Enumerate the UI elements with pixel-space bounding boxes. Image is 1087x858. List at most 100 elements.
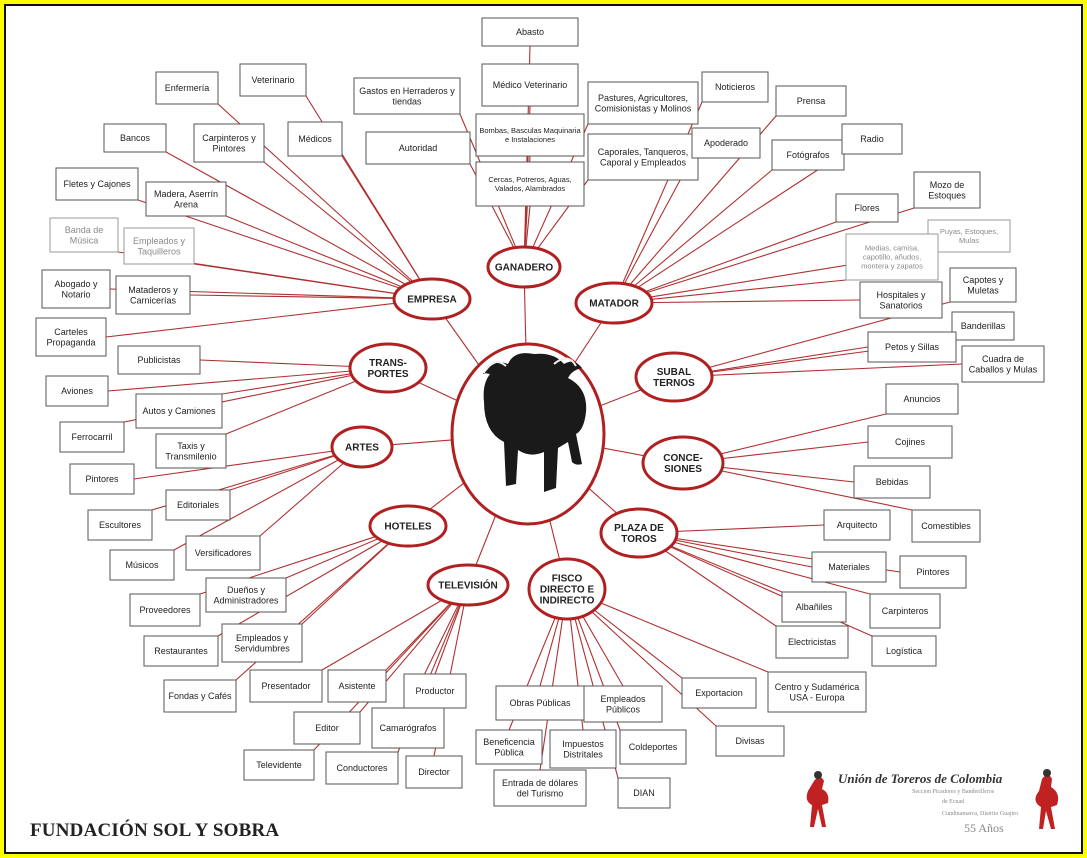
link-empresa-carteles-propaganda xyxy=(105,298,433,338)
node-label: Asistente xyxy=(338,681,375,691)
node-televidente: Televidente xyxy=(243,749,315,781)
node-label: Radio xyxy=(860,134,884,144)
node-musicos: Músicos xyxy=(109,549,175,581)
node-petos-y-sillas: Petos y Sillas xyxy=(867,331,957,363)
node-label: Abasto xyxy=(516,27,544,37)
center-bull-image xyxy=(450,342,606,526)
node-label: Obras Públicas xyxy=(509,698,571,708)
node-asistente: Asistente xyxy=(327,669,387,703)
node-label: Pintores xyxy=(916,567,950,577)
node-medias-camisa-capotillo-anudos-montera-y-zapatos: Medias, camisa,capotillo, añudos,montera… xyxy=(845,233,939,281)
node-label: Versificadores xyxy=(195,548,252,558)
node-obras-publicas: Obras Públicas xyxy=(495,685,585,721)
node-carpinteros: Carpinteros xyxy=(869,593,941,629)
node-label: Coldeportes xyxy=(629,742,678,752)
link-matador-mozo-de-estoques xyxy=(613,207,915,304)
node-apoderado: Apoderado xyxy=(691,127,761,159)
node-director: Director xyxy=(405,755,463,789)
node-escultores: Escultores xyxy=(87,509,153,541)
node-label: Autos y Camiones xyxy=(142,406,216,416)
node-label: Médicos xyxy=(298,134,332,144)
node-pintores: Pintores xyxy=(899,555,967,589)
node-label: Banderillas xyxy=(961,321,1006,331)
node-label: Médico Veterinario xyxy=(493,80,568,90)
node-label: Apoderado xyxy=(704,138,748,148)
bull-icon xyxy=(482,353,587,492)
node-label: Exportacion xyxy=(695,688,743,698)
node-bebidas: Bebidas xyxy=(853,465,931,499)
node-autos-y-camiones: Autos y Camiones xyxy=(135,393,223,429)
node-divisas: Divisas xyxy=(715,725,785,757)
node-productor: Productor xyxy=(403,673,467,709)
node-camarografos: Camarógrafos xyxy=(371,707,445,749)
node-label: Materiales xyxy=(828,562,870,572)
node-label: Bebidas xyxy=(876,477,909,487)
link-empresa-empleados-y-taquilleros xyxy=(193,263,433,300)
link-matador-flores xyxy=(613,221,837,304)
node-abasto: Abasto xyxy=(481,17,579,47)
node-radio: Radio xyxy=(841,123,903,155)
node-label: Veterinario xyxy=(251,75,294,85)
link-artes-pintores xyxy=(133,446,363,480)
node-anuncios: Anuncios xyxy=(885,383,959,415)
node-banderillas: Banderillas xyxy=(951,311,1015,341)
link-plaza-carpinteros xyxy=(638,532,871,595)
node-label: Medias, camisa,capotillo, añudos,montera… xyxy=(861,244,923,271)
node-label: Editor xyxy=(315,723,339,733)
node-label: Restaurantes xyxy=(154,646,208,656)
node-puyas-estoques-mulas: Puyas, Estoques,Mulas xyxy=(927,219,1011,253)
node-label: Fletes y Cajones xyxy=(63,179,131,189)
foundation-title: FUNDACIÓN SOL Y SOBRA xyxy=(30,820,280,841)
hub-label: GANADERO xyxy=(495,263,554,274)
union-toreros-logo: Unión de Toreros de Colombia Seccion Pic… xyxy=(792,761,1072,849)
node-pintores: Pintores xyxy=(69,463,135,495)
hub-empresa: EMPRESA xyxy=(392,277,472,321)
logo-years: 55 Años xyxy=(964,821,1004,835)
node-label: Editoriales xyxy=(177,500,220,510)
node-versificadores: Versificadores xyxy=(185,535,261,571)
node-editor: Editor xyxy=(293,711,361,745)
hub-television: TELEVISIÓN xyxy=(426,563,510,607)
node-comestibles: Comestibles xyxy=(911,509,981,543)
node-label: Fondas y Cafés xyxy=(168,691,232,701)
node-electricistas: Electricistas xyxy=(775,625,849,659)
link-matador-fotografos xyxy=(613,169,773,304)
node-label: Cercas, Potreros, Aguas,Valados, Alambra… xyxy=(488,175,571,193)
node-label: Electricistas xyxy=(788,637,837,647)
node-label: Autoridad xyxy=(399,143,438,153)
node-pastures-agricultores-comisionistas-y-molinos: Pastures, Agricultores,Comisionistas y M… xyxy=(587,81,699,125)
node-autoridad: Autoridad xyxy=(365,131,471,165)
link-empresa-mataderos-y-carnicerias xyxy=(189,294,433,300)
node-label: Ferrocarril xyxy=(71,432,112,442)
node-logistica: Logística xyxy=(871,635,937,667)
node-label: Puyas, Estoques,Mulas xyxy=(940,227,998,245)
link-empresa-madera-aserrin-arena xyxy=(225,215,433,300)
node-fletes-y-cajones: Fletes y Cajones xyxy=(55,167,139,201)
node-label: Logística xyxy=(886,646,922,656)
node-medicos: Médicos xyxy=(287,121,343,157)
node-label: Cojines xyxy=(895,437,926,447)
